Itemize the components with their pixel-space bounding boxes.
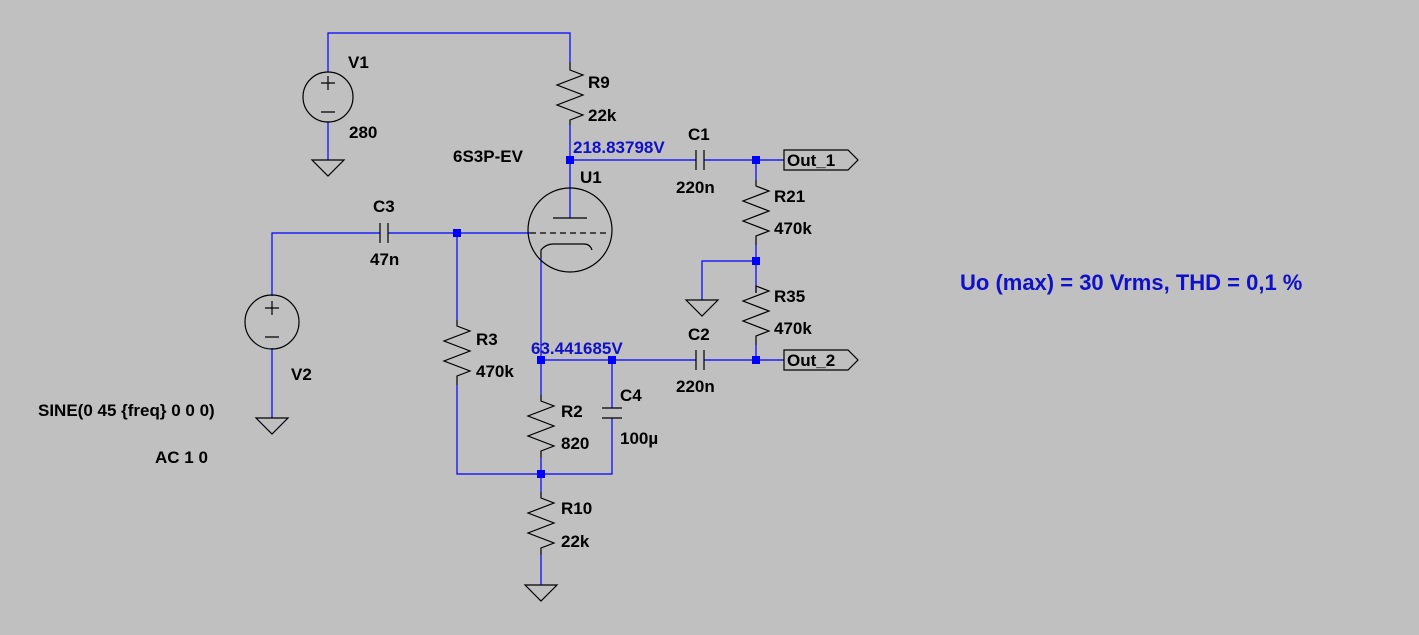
- v1-name: V1: [348, 53, 369, 72]
- spec-annotation: Uo (max) = 30 Vrms, THD = 0,1 %: [960, 270, 1302, 295]
- capacitor-c2[interactable]: C2 220n: [676, 325, 715, 396]
- capacitor-icon: [379, 223, 389, 243]
- resistor-r21[interactable]: R21 470k: [741, 180, 812, 245]
- r3-value: 470k: [476, 362, 514, 381]
- wire-v2-c3[interactable]: [271, 232, 380, 296]
- junction-dot: [608, 356, 616, 364]
- capacitor-c4[interactable]: C4 100µ: [602, 386, 658, 448]
- out2-label: Out_2: [787, 351, 835, 370]
- c3-value: 47n: [370, 250, 399, 269]
- wire-mid-ground[interactable]: [701, 260, 756, 300]
- wire-c4-bottom[interactable]: [541, 418, 613, 475]
- r2-value: 820: [561, 434, 589, 453]
- junction-dot: [537, 356, 545, 364]
- u1-name: U1: [580, 168, 602, 187]
- wires: [271, 32, 784, 585]
- capacitor-icon: [602, 407, 622, 419]
- source-v1[interactable]: V1 280: [302, 53, 377, 142]
- v2-name: V2: [291, 365, 312, 384]
- r9-value: 22k: [588, 106, 617, 125]
- junction-dot: [537, 470, 545, 478]
- junction-dot: [453, 229, 461, 237]
- port-flag-icon: [783, 349, 859, 371]
- v2-spec: SINE(0 45 {freq} 0 0 0): [38, 401, 215, 420]
- resistor-r2[interactable]: R2 820: [526, 395, 589, 458]
- junction-dot: [752, 156, 760, 164]
- junction-dot: [752, 257, 760, 265]
- u1-model: 6S3P-EV: [453, 147, 524, 166]
- voltage-source-icon: [302, 71, 354, 123]
- port-out1[interactable]: Out_1: [783, 149, 859, 171]
- resistor-r3[interactable]: R3 470k: [442, 320, 514, 385]
- r3-name: R3: [476, 330, 498, 349]
- resistor-icon: [442, 320, 472, 385]
- junction-dot: [566, 156, 574, 164]
- source-v2[interactable]: V2 SINE(0 45 {freq} 0 0 0) AC 1 0: [38, 294, 312, 467]
- r9-name: R9: [588, 73, 610, 92]
- port-flag-icon: [783, 149, 859, 171]
- capacitor-icon: [695, 150, 705, 170]
- r10-value: 22k: [561, 532, 590, 551]
- triode-u1[interactable]: 6S3P-EV U1: [453, 147, 613, 273]
- wire-supply-top[interactable]: [327, 32, 571, 72]
- c4-value: 100µ: [620, 429, 658, 448]
- junction-dot: [752, 356, 760, 364]
- r21-value: 470k: [774, 219, 812, 238]
- resistor-r10[interactable]: R10 22k: [526, 492, 592, 555]
- r35-value: 470k: [774, 319, 812, 338]
- ground-icon: [523, 584, 559, 602]
- ground-icon: [684, 299, 720, 317]
- c2-value: 220n: [676, 377, 715, 396]
- r2-name: R2: [561, 402, 583, 421]
- resistor-icon: [526, 492, 556, 555]
- resistor-r9[interactable]: R9 22k: [555, 62, 617, 125]
- resistor-icon: [741, 180, 771, 245]
- r35-name: R35: [774, 287, 805, 306]
- r10-name: R10: [561, 499, 592, 518]
- port-out2[interactable]: Out_2: [783, 349, 859, 371]
- c3-name: C3: [373, 197, 395, 216]
- ground-icon: [254, 417, 290, 435]
- capacitor-icon: [695, 350, 705, 370]
- triode-icon: [527, 187, 613, 273]
- junctions: [453, 156, 760, 478]
- c1-value: 220n: [676, 178, 715, 197]
- voltage-source-icon: [244, 294, 300, 350]
- cathode-voltage: 63.441685V: [531, 339, 623, 358]
- v1-value: 280: [349, 123, 377, 142]
- capacitor-c1[interactable]: C1 220n: [676, 125, 715, 197]
- r21-name: R21: [774, 187, 805, 206]
- c2-name: C2: [688, 325, 710, 344]
- resistor-icon: [526, 395, 556, 458]
- c1-name: C1: [688, 125, 710, 144]
- anode-voltage: 218.83798V: [573, 138, 665, 157]
- wire-r3-bottom[interactable]: [456, 385, 541, 475]
- ground-icon: [310, 159, 346, 177]
- c4-name: C4: [620, 386, 642, 405]
- resistor-icon: [555, 62, 585, 125]
- out1-label: Out_1: [787, 151, 835, 170]
- v2-ac: AC 1 0: [155, 448, 208, 467]
- resistor-icon: [741, 285, 771, 345]
- capacitor-c3[interactable]: C3 47n: [370, 197, 399, 269]
- resistor-r35[interactable]: R35 470k: [741, 285, 812, 345]
